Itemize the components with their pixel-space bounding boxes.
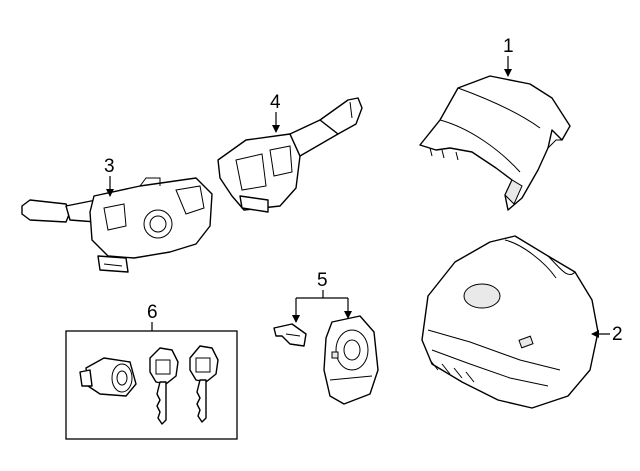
callout-5: 5 <box>317 270 328 291</box>
callout-6: 6 <box>147 302 158 323</box>
lock-cylinder <box>79 357 137 397</box>
upper-column-cover <box>419 75 571 211</box>
combination-switch <box>21 177 213 273</box>
lower-column-cover <box>421 235 599 409</box>
sensor-bracket <box>273 323 307 347</box>
key-2 <box>189 345 219 423</box>
wiper-switch <box>217 97 363 213</box>
callout-2: 2 <box>612 324 623 345</box>
leader-5-bracket <box>296 290 348 299</box>
callout-1: 1 <box>503 36 514 57</box>
callout-3: 3 <box>104 156 115 177</box>
callout-4: 4 <box>270 92 281 113</box>
key-1 <box>149 347 179 425</box>
spiral-cable <box>323 315 379 405</box>
